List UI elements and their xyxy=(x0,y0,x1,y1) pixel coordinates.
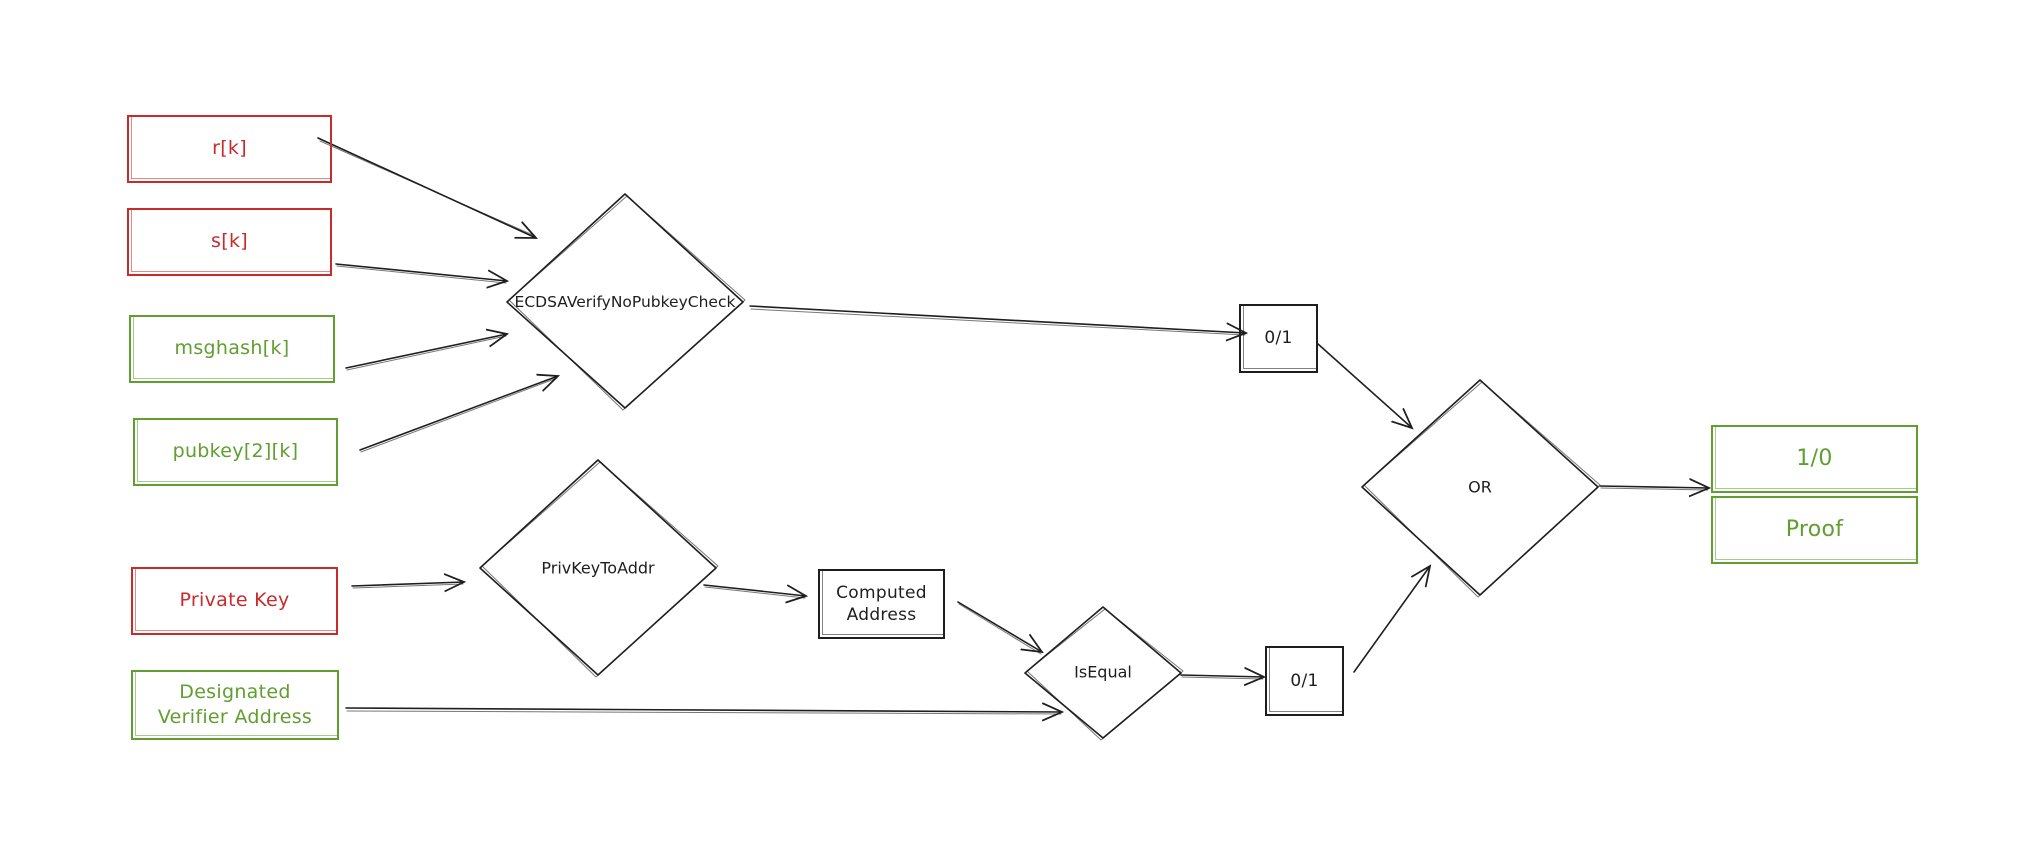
arrow-pubkey-to-ecdsa xyxy=(359,376,558,451)
input-s: s[k] xyxy=(127,208,332,276)
output-result-label: 1/0 xyxy=(1796,446,1833,472)
input-msghash: msghash[k] xyxy=(129,315,335,383)
isequal-result-box: 0/1 xyxy=(1265,646,1344,716)
arrow-result-to-or-lower xyxy=(1353,566,1430,673)
input-pubkey: pubkey[2][k] xyxy=(133,418,338,486)
computed-address-label: Computed Address xyxy=(836,582,927,626)
arrow-privkey-to-privkeytoaddr xyxy=(351,582,464,586)
input-pubkey-label: pubkey[2][k] xyxy=(172,440,299,463)
isequal-label: IsEqual xyxy=(1074,662,1132,682)
arrow-verifier-to-isequal xyxy=(345,708,1062,712)
input-private-key-label: Private Key xyxy=(179,589,290,612)
ecdsa-result-box: 0/1 xyxy=(1239,304,1318,373)
input-msghash-label: msghash[k] xyxy=(174,337,290,360)
input-private-key: Private Key xyxy=(131,567,338,635)
input-s-label: s[k] xyxy=(211,230,248,253)
input-designated-verifier-address: Designated Verifier Address xyxy=(131,670,339,740)
input-r-label: r[k] xyxy=(212,137,247,160)
computed-line-1: Computed xyxy=(836,582,927,603)
output-proof-label: Proof xyxy=(1785,517,1844,543)
arrow-isequal-to-result xyxy=(1180,675,1264,677)
arrow-privkeytoaddr-to-computed xyxy=(703,584,806,596)
arrow-ecdsa-to-result xyxy=(749,305,1246,333)
arrow-result-to-or xyxy=(1317,343,1412,428)
input-r: r[k] xyxy=(127,115,332,183)
privkeytoaddr-label: PrivKeyToAddr xyxy=(541,558,655,578)
or-label: OR xyxy=(1468,477,1492,497)
computed-address-box: Computed Address xyxy=(818,569,945,639)
ecdsa-result-label: 0/1 xyxy=(1264,328,1293,349)
computed-line-2: Address xyxy=(846,605,917,625)
output-proof-box: Proof xyxy=(1711,496,1918,564)
isequal-result-label: 0/1 xyxy=(1290,670,1319,691)
arrow-computed-to-isequal xyxy=(957,601,1042,652)
verifier-line-1: Designated xyxy=(179,681,291,704)
input-designated-verifier-label: Designated Verifier Address xyxy=(158,680,312,729)
arrow-s-to-ecdsa xyxy=(335,263,507,281)
arrow-or-to-output xyxy=(1599,486,1709,488)
verifier-line-2: Verifier Address xyxy=(157,706,313,728)
output-result-box: 1/0 xyxy=(1711,425,1918,493)
arrow-msghash-to-ecdsa xyxy=(345,334,507,369)
ecdsa-verify-label: ECDSAVerifyNoPubkeyCheck xyxy=(514,293,736,311)
